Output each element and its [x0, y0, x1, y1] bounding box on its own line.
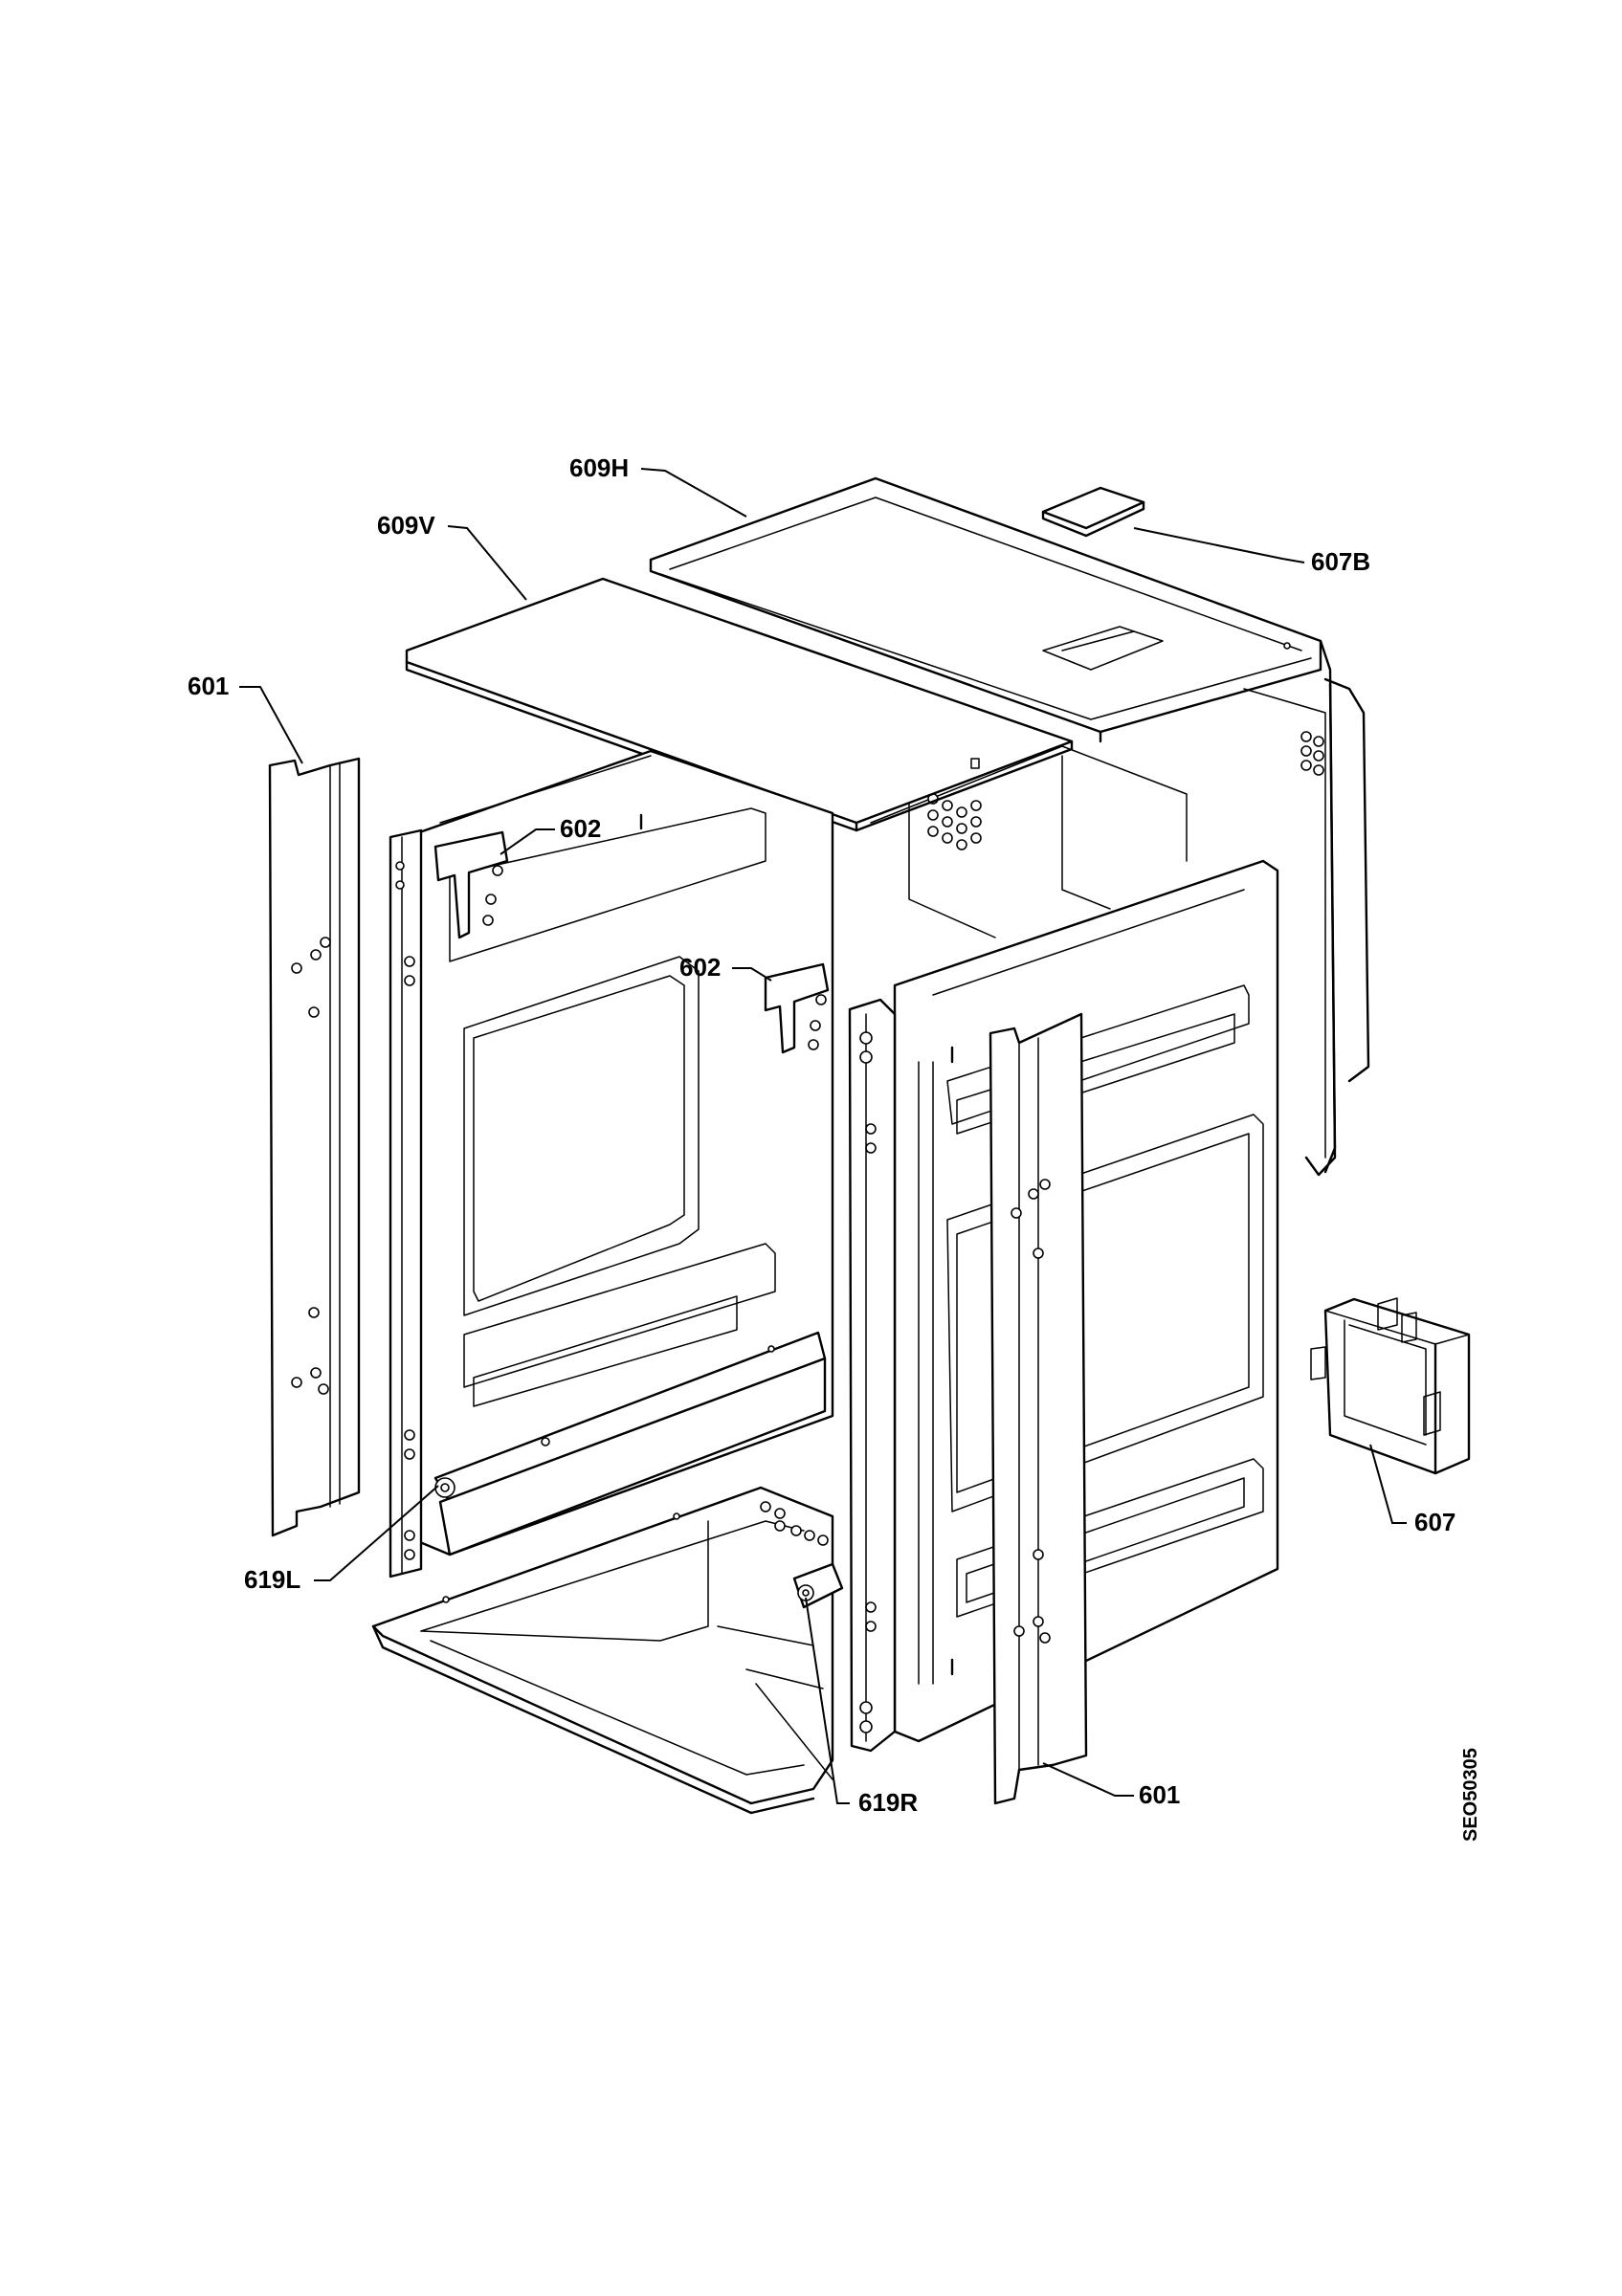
label-602-right: 602 [679, 953, 721, 982]
side-strip-right-601 [989, 1012, 1088, 1805]
drawing-code: SEO50305 [1460, 1748, 1481, 1842]
side-strip-left-601 [268, 757, 361, 1537]
cabinet-left-panel [390, 749, 834, 1556]
hinge-bracket-right [764, 962, 830, 1054]
top-panel-609h [649, 476, 1337, 1174]
small-plate-607b [1041, 486, 1145, 538]
hinge-bracket-left [433, 830, 509, 939]
cabinet-right-wall [1243, 677, 1370, 1177]
electrical-box-607 [1310, 1297, 1471, 1475]
label-607: 607 [1414, 1508, 1455, 1536]
cabinet-back-wall [870, 745, 1188, 938]
bottom-tray [371, 1486, 844, 1815]
cabinet-right-frame [848, 998, 897, 1753]
label-609h: 609H [569, 453, 629, 482]
label-619l: 619L [244, 1565, 300, 1594]
label-619r: 619R [858, 1788, 918, 1817]
label-607b: 607B [1311, 547, 1370, 576]
vent-holes-right [1300, 731, 1324, 776]
label-602-left: 602 [560, 814, 601, 843]
leader-lines [239, 468, 1407, 1804]
top-cover-609v [405, 577, 1074, 832]
label-609v: 609V [377, 511, 435, 540]
label-601-left: 601 [188, 672, 229, 700]
label-601-right: 601 [1139, 1780, 1180, 1809]
cabinet-left-frame [389, 828, 423, 1578]
vent-holes-back [927, 793, 982, 850]
tray-holes [760, 1501, 829, 1546]
